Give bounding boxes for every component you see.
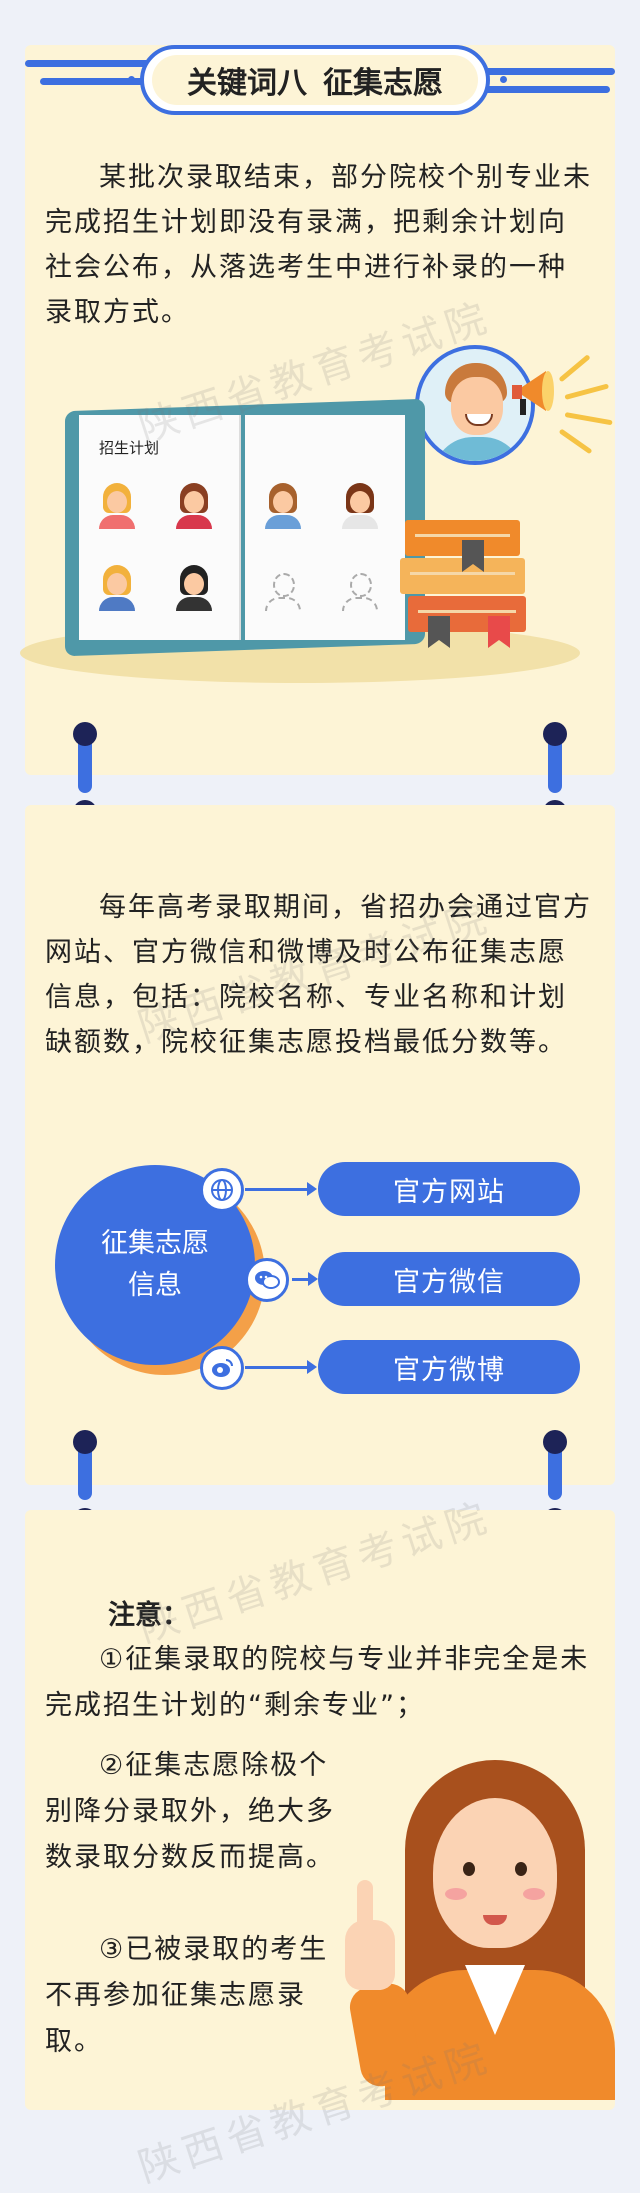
admission-plan-book: 招生计划 bbox=[65, 398, 425, 657]
book-page-right bbox=[245, 415, 405, 640]
arrow-to-weibo bbox=[245, 1360, 317, 1374]
binder-ring bbox=[548, 1442, 562, 1500]
binder-ring-cap bbox=[73, 1430, 97, 1454]
binder-ring bbox=[78, 735, 92, 793]
empty-seat-avatar bbox=[340, 565, 380, 611]
girl-pointing-illustration bbox=[345, 1760, 615, 2100]
globe-icon bbox=[200, 1168, 244, 1212]
banner-line-left-2 bbox=[40, 78, 150, 85]
title-banner: 关键词八 征集志愿 bbox=[140, 45, 490, 115]
banner-line-right-2 bbox=[480, 86, 610, 93]
note-item-1: ①征集录取的院校与专业并非完全是未完成招生计划的“剩余专业”； bbox=[45, 1644, 590, 1721]
banner-line-right bbox=[470, 68, 615, 75]
student-avatar bbox=[174, 483, 214, 529]
presenter-avatar bbox=[415, 345, 535, 465]
binder-ring bbox=[548, 735, 562, 793]
diagram-center-label: 征集志愿信息 bbox=[101, 1228, 209, 1301]
info-paragraph: 每年高考录取期间，省招办会通过官方网站、官方微信和微博及时公布征集志愿信息，包括… bbox=[45, 892, 592, 1058]
title-term: 征集志愿 bbox=[323, 66, 443, 101]
channel-wechat: 官方微信 bbox=[318, 1252, 580, 1306]
binder-ring-cap bbox=[543, 1430, 567, 1454]
channel-weibo: 官方微博 bbox=[318, 1340, 580, 1394]
book-page-title: 招生计划 bbox=[99, 439, 160, 457]
note-item-2: ②征集志愿除极个别降分录取外，绝大多数录取分数反而提高。 bbox=[45, 1750, 335, 1873]
channel-website: 官方网站 bbox=[318, 1162, 580, 1216]
student-avatar bbox=[174, 565, 214, 611]
binder-ring bbox=[78, 1442, 92, 1500]
title-keyword: 关键词八 bbox=[187, 66, 307, 101]
student-avatar bbox=[97, 483, 137, 529]
arrow-to-wechat bbox=[292, 1272, 318, 1286]
weibo-icon bbox=[200, 1346, 244, 1390]
book-page-left: 招生计划 bbox=[79, 415, 241, 640]
banner-dot-right bbox=[500, 76, 507, 83]
empty-seat-avatar bbox=[263, 565, 303, 611]
megaphone-icon bbox=[512, 371, 554, 415]
arrow-to-website bbox=[245, 1182, 317, 1196]
note-item-3: ③已被录取的考生不再参加征集志愿录取。 bbox=[45, 1934, 329, 2057]
binder-ring-cap bbox=[73, 722, 97, 746]
student-avatar bbox=[340, 483, 380, 529]
student-avatar bbox=[263, 483, 303, 529]
binder-ring-cap bbox=[543, 722, 567, 746]
notes-heading: 注意： bbox=[108, 1600, 189, 1631]
banner-dot-left bbox=[128, 76, 135, 83]
intro-paragraph: 某批次录取结束，部分院校个别专业未完成招生计划即没有录满，把剩余计划向社会公布，… bbox=[45, 162, 592, 328]
student-avatar bbox=[97, 565, 137, 611]
banner-line-left bbox=[25, 60, 165, 67]
wechat-icon bbox=[245, 1258, 289, 1302]
